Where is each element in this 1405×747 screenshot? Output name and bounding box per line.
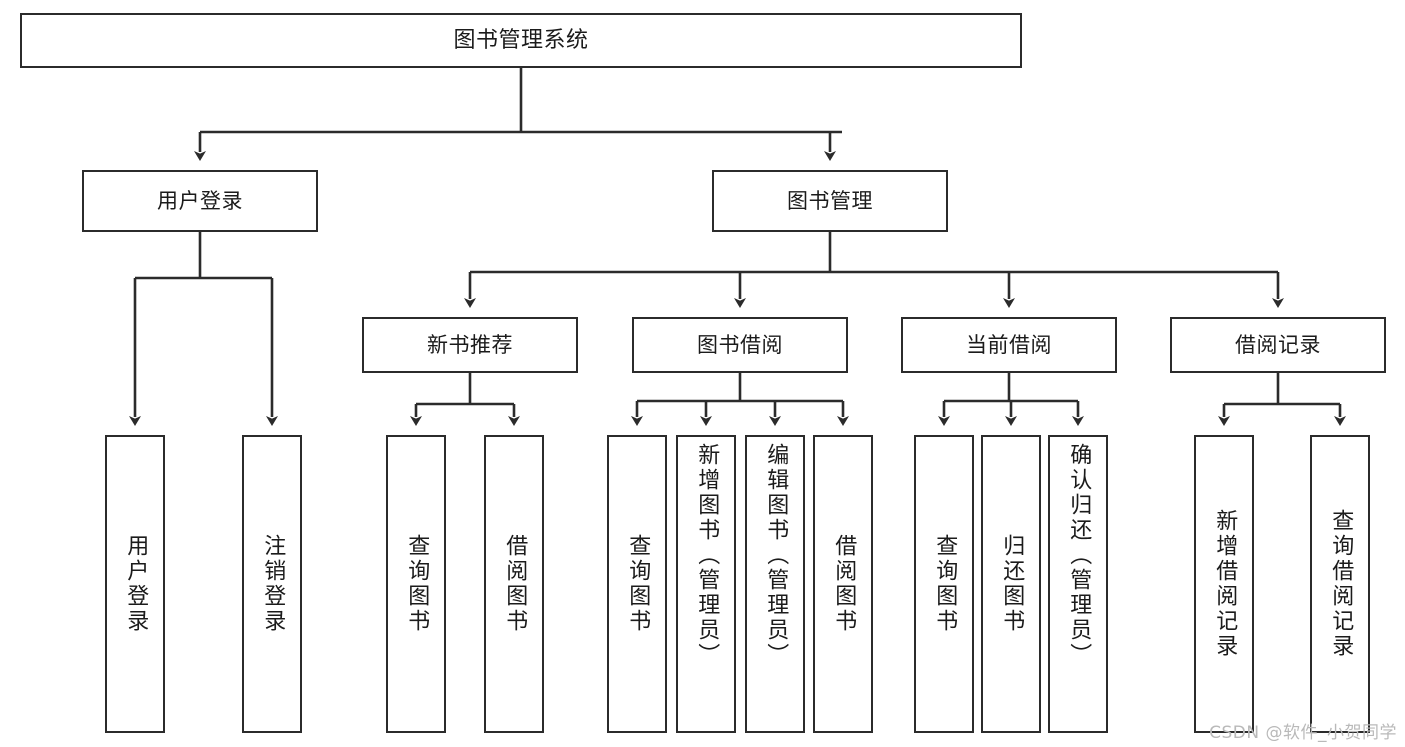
node-leaf-query-book-a-label: 查询图书	[404, 534, 430, 634]
node-leaf-return-book[interactable]: 归还图书	[981, 435, 1041, 733]
node-leaf-add-book-label: 新增图书（管理员）	[694, 443, 720, 668]
node-leaf-user-login-label: 用户登录	[123, 534, 149, 634]
node-leaf-query-record[interactable]: 查询借阅记录	[1310, 435, 1370, 733]
node-new-book-recommend-label: 新书推荐	[427, 332, 513, 357]
node-leaf-add-record[interactable]: 新增借阅记录	[1194, 435, 1254, 733]
node-leaf-query-book-c-label: 查询图书	[932, 534, 958, 634]
node-borrow-record-label: 借阅记录	[1235, 332, 1321, 357]
node-borrow-record[interactable]: 借阅记录	[1170, 317, 1386, 373]
node-leaf-query-record-label: 查询借阅记录	[1328, 509, 1354, 659]
node-leaf-logout[interactable]: 注销登录	[242, 435, 302, 733]
node-user-login[interactable]: 用户登录	[82, 170, 318, 232]
node-leaf-user-login[interactable]: 用户登录	[105, 435, 165, 733]
node-leaf-query-book-b-label: 查询图书	[625, 534, 651, 634]
node-leaf-query-book-b[interactable]: 查询图书	[607, 435, 667, 733]
node-leaf-borrow-book-a-label: 借阅图书	[502, 534, 528, 634]
node-book-borrow[interactable]: 图书借阅	[632, 317, 848, 373]
node-leaf-confirm-return[interactable]: 确认归还（管理员）	[1048, 435, 1108, 733]
node-leaf-query-book-a[interactable]: 查询图书	[386, 435, 446, 733]
node-leaf-borrow-book-a[interactable]: 借阅图书	[484, 435, 544, 733]
node-leaf-return-book-label: 归还图书	[999, 534, 1025, 634]
node-book-management-label: 图书管理	[787, 188, 873, 213]
node-leaf-add-record-label: 新增借阅记录	[1212, 509, 1238, 659]
node-root-system[interactable]: 图书管理系统	[20, 13, 1022, 68]
node-leaf-add-book[interactable]: 新增图书（管理员）	[676, 435, 736, 733]
node-new-book-recommend[interactable]: 新书推荐	[362, 317, 578, 373]
node-user-login-label: 用户登录	[157, 188, 243, 213]
node-leaf-confirm-return-label: 确认归还（管理员）	[1066, 443, 1092, 668]
node-current-borrow-label: 当前借阅	[966, 332, 1052, 357]
node-leaf-borrow-book-b-label: 借阅图书	[831, 534, 857, 634]
node-leaf-edit-book[interactable]: 编辑图书（管理员）	[745, 435, 805, 733]
node-leaf-query-book-c[interactable]: 查询图书	[914, 435, 974, 733]
node-root-system-label: 图书管理系统	[453, 27, 589, 53]
node-leaf-logout-label: 注销登录	[260, 534, 286, 634]
node-book-management[interactable]: 图书管理	[712, 170, 948, 232]
node-leaf-borrow-book-b[interactable]: 借阅图书	[813, 435, 873, 733]
csdn-watermark: CSDN @软件_小贺同学	[1209, 723, 1397, 743]
node-book-borrow-label: 图书借阅	[697, 332, 783, 357]
node-leaf-edit-book-label: 编辑图书（管理员）	[763, 443, 789, 668]
node-current-borrow[interactable]: 当前借阅	[901, 317, 1117, 373]
